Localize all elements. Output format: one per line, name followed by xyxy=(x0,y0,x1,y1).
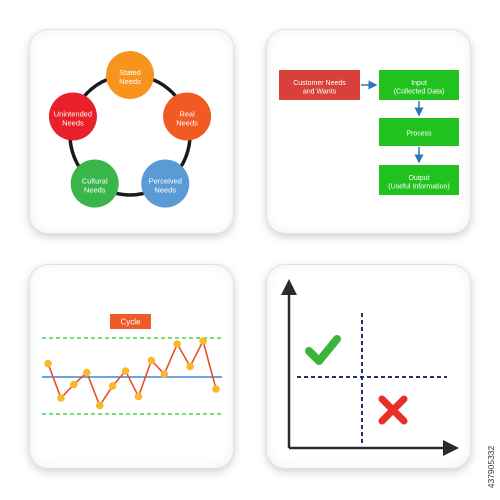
data-point xyxy=(147,356,156,365)
step-box-1 xyxy=(379,70,459,100)
step-box-label: Input(Collected Data) xyxy=(394,80,445,95)
need-node-2 xyxy=(163,92,212,141)
data-point xyxy=(199,337,207,345)
data-point xyxy=(108,382,117,390)
watermark-id: 437905332 xyxy=(486,445,496,489)
cross-icon xyxy=(378,395,408,425)
step-box-2 xyxy=(379,118,459,146)
cycle-label: Cycle xyxy=(120,318,141,327)
step-box-label: Process xyxy=(406,130,432,137)
control-chart-card: Cycle xyxy=(30,265,233,468)
checkmark-icon xyxy=(305,335,341,365)
stock-watermark: 437905332 xyxy=(484,438,498,498)
quadrant-diagram xyxy=(281,279,459,456)
y-axis-arrow-icon xyxy=(281,279,297,295)
data-point xyxy=(70,380,78,389)
cycle-series-line xyxy=(47,338,217,408)
need-node-4 xyxy=(70,159,119,208)
data-point xyxy=(212,385,220,393)
data-point xyxy=(186,362,194,371)
x-axis-arrow-icon xyxy=(443,440,459,456)
step-box-3 xyxy=(379,165,459,195)
data-point xyxy=(44,359,52,368)
data-point xyxy=(121,367,130,375)
data-point xyxy=(57,394,65,402)
start-box xyxy=(279,70,360,100)
cycle-label-box xyxy=(110,314,151,329)
data-point xyxy=(160,370,169,378)
data-point xyxy=(134,392,143,401)
data-point xyxy=(95,401,104,410)
data-point xyxy=(82,368,91,377)
quadrant-card xyxy=(267,265,470,468)
need-node-1 xyxy=(106,51,154,99)
step-box-label: Output(Useful Information) xyxy=(388,175,449,190)
need-node-5 xyxy=(48,92,97,141)
need-node-3 xyxy=(141,159,190,208)
data-point xyxy=(173,340,182,348)
control-chart: Cycle xyxy=(42,314,222,415)
